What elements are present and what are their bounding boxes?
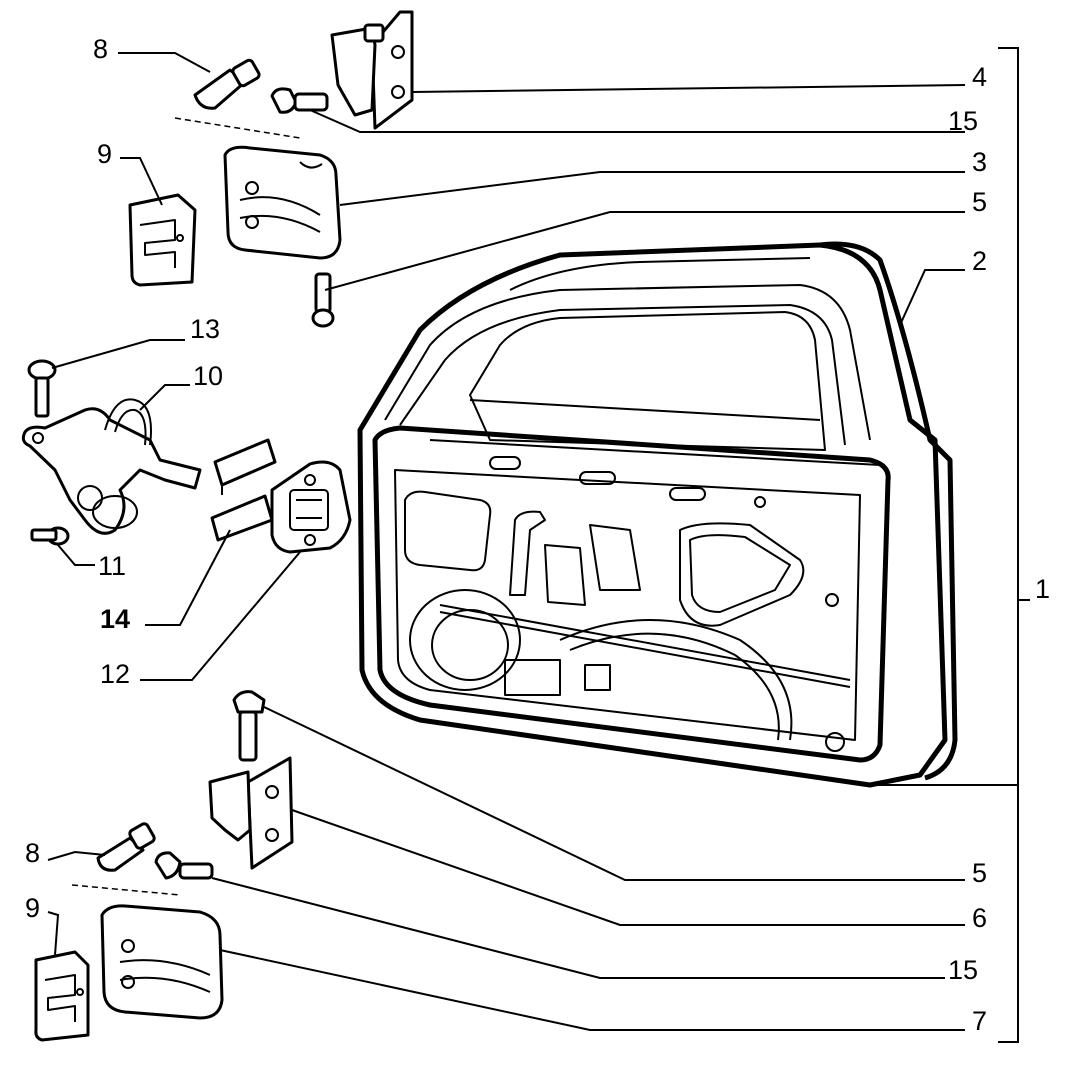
shim-part-9-lower xyxy=(34,950,90,1042)
callout-14: 14 xyxy=(100,604,130,634)
shim-part-9-upper xyxy=(128,193,197,287)
upper-hinge-cover-part-3 xyxy=(223,145,342,260)
callout-15-upper: 15 xyxy=(948,106,978,136)
callout-9-upper: 9 xyxy=(97,139,112,169)
bolt-part-5-upper xyxy=(311,272,335,328)
callout-7: 7 xyxy=(972,1006,987,1036)
door-shell xyxy=(357,241,958,788)
leader-lines xyxy=(47,47,1030,1043)
bolt-part-5-lower xyxy=(232,690,266,762)
callout-4: 4 xyxy=(972,62,987,92)
callout-11: 11 xyxy=(98,551,126,581)
callout-1: 1 xyxy=(1035,574,1050,604)
lower-hinge-part-6 xyxy=(208,756,294,870)
door-check-part-10 xyxy=(21,398,202,535)
plate-part-12 xyxy=(270,460,352,554)
callout-9-lower: 9 xyxy=(25,893,40,923)
callout-2: 2 xyxy=(972,246,987,276)
alignment-dash-upper xyxy=(174,117,301,139)
callout-6: 6 xyxy=(972,903,987,933)
screw-part-11 xyxy=(30,526,70,546)
alignment-dash-lower xyxy=(71,884,181,896)
pin-part-8-upper xyxy=(193,58,261,110)
callout-13: 13 xyxy=(190,314,220,344)
pin-part-8-lower xyxy=(96,822,156,872)
callout-labels: 8 4 15 9 3 5 2 13 10 11 14 12 1 5 8 6 9 … xyxy=(25,34,1050,1036)
upper-hinge-part-4 xyxy=(330,10,414,130)
callout-5-lower: 5 xyxy=(972,858,987,888)
bolt-part-15-upper xyxy=(270,87,329,114)
bolt-part-15-lower xyxy=(154,851,214,880)
callout-8-lower: 8 xyxy=(25,838,40,868)
callout-5-upper: 5 xyxy=(972,187,987,217)
callout-10: 10 xyxy=(193,361,223,391)
bolt-part-13 xyxy=(27,359,57,418)
callout-3: 3 xyxy=(972,147,987,177)
spacer-part-14 xyxy=(210,438,277,542)
lower-hinge-cover-part-7 xyxy=(100,904,224,1020)
callout-12: 12 xyxy=(100,659,130,689)
callout-8-upper: 8 xyxy=(93,34,108,64)
callout-15-lower: 15 xyxy=(948,955,978,985)
